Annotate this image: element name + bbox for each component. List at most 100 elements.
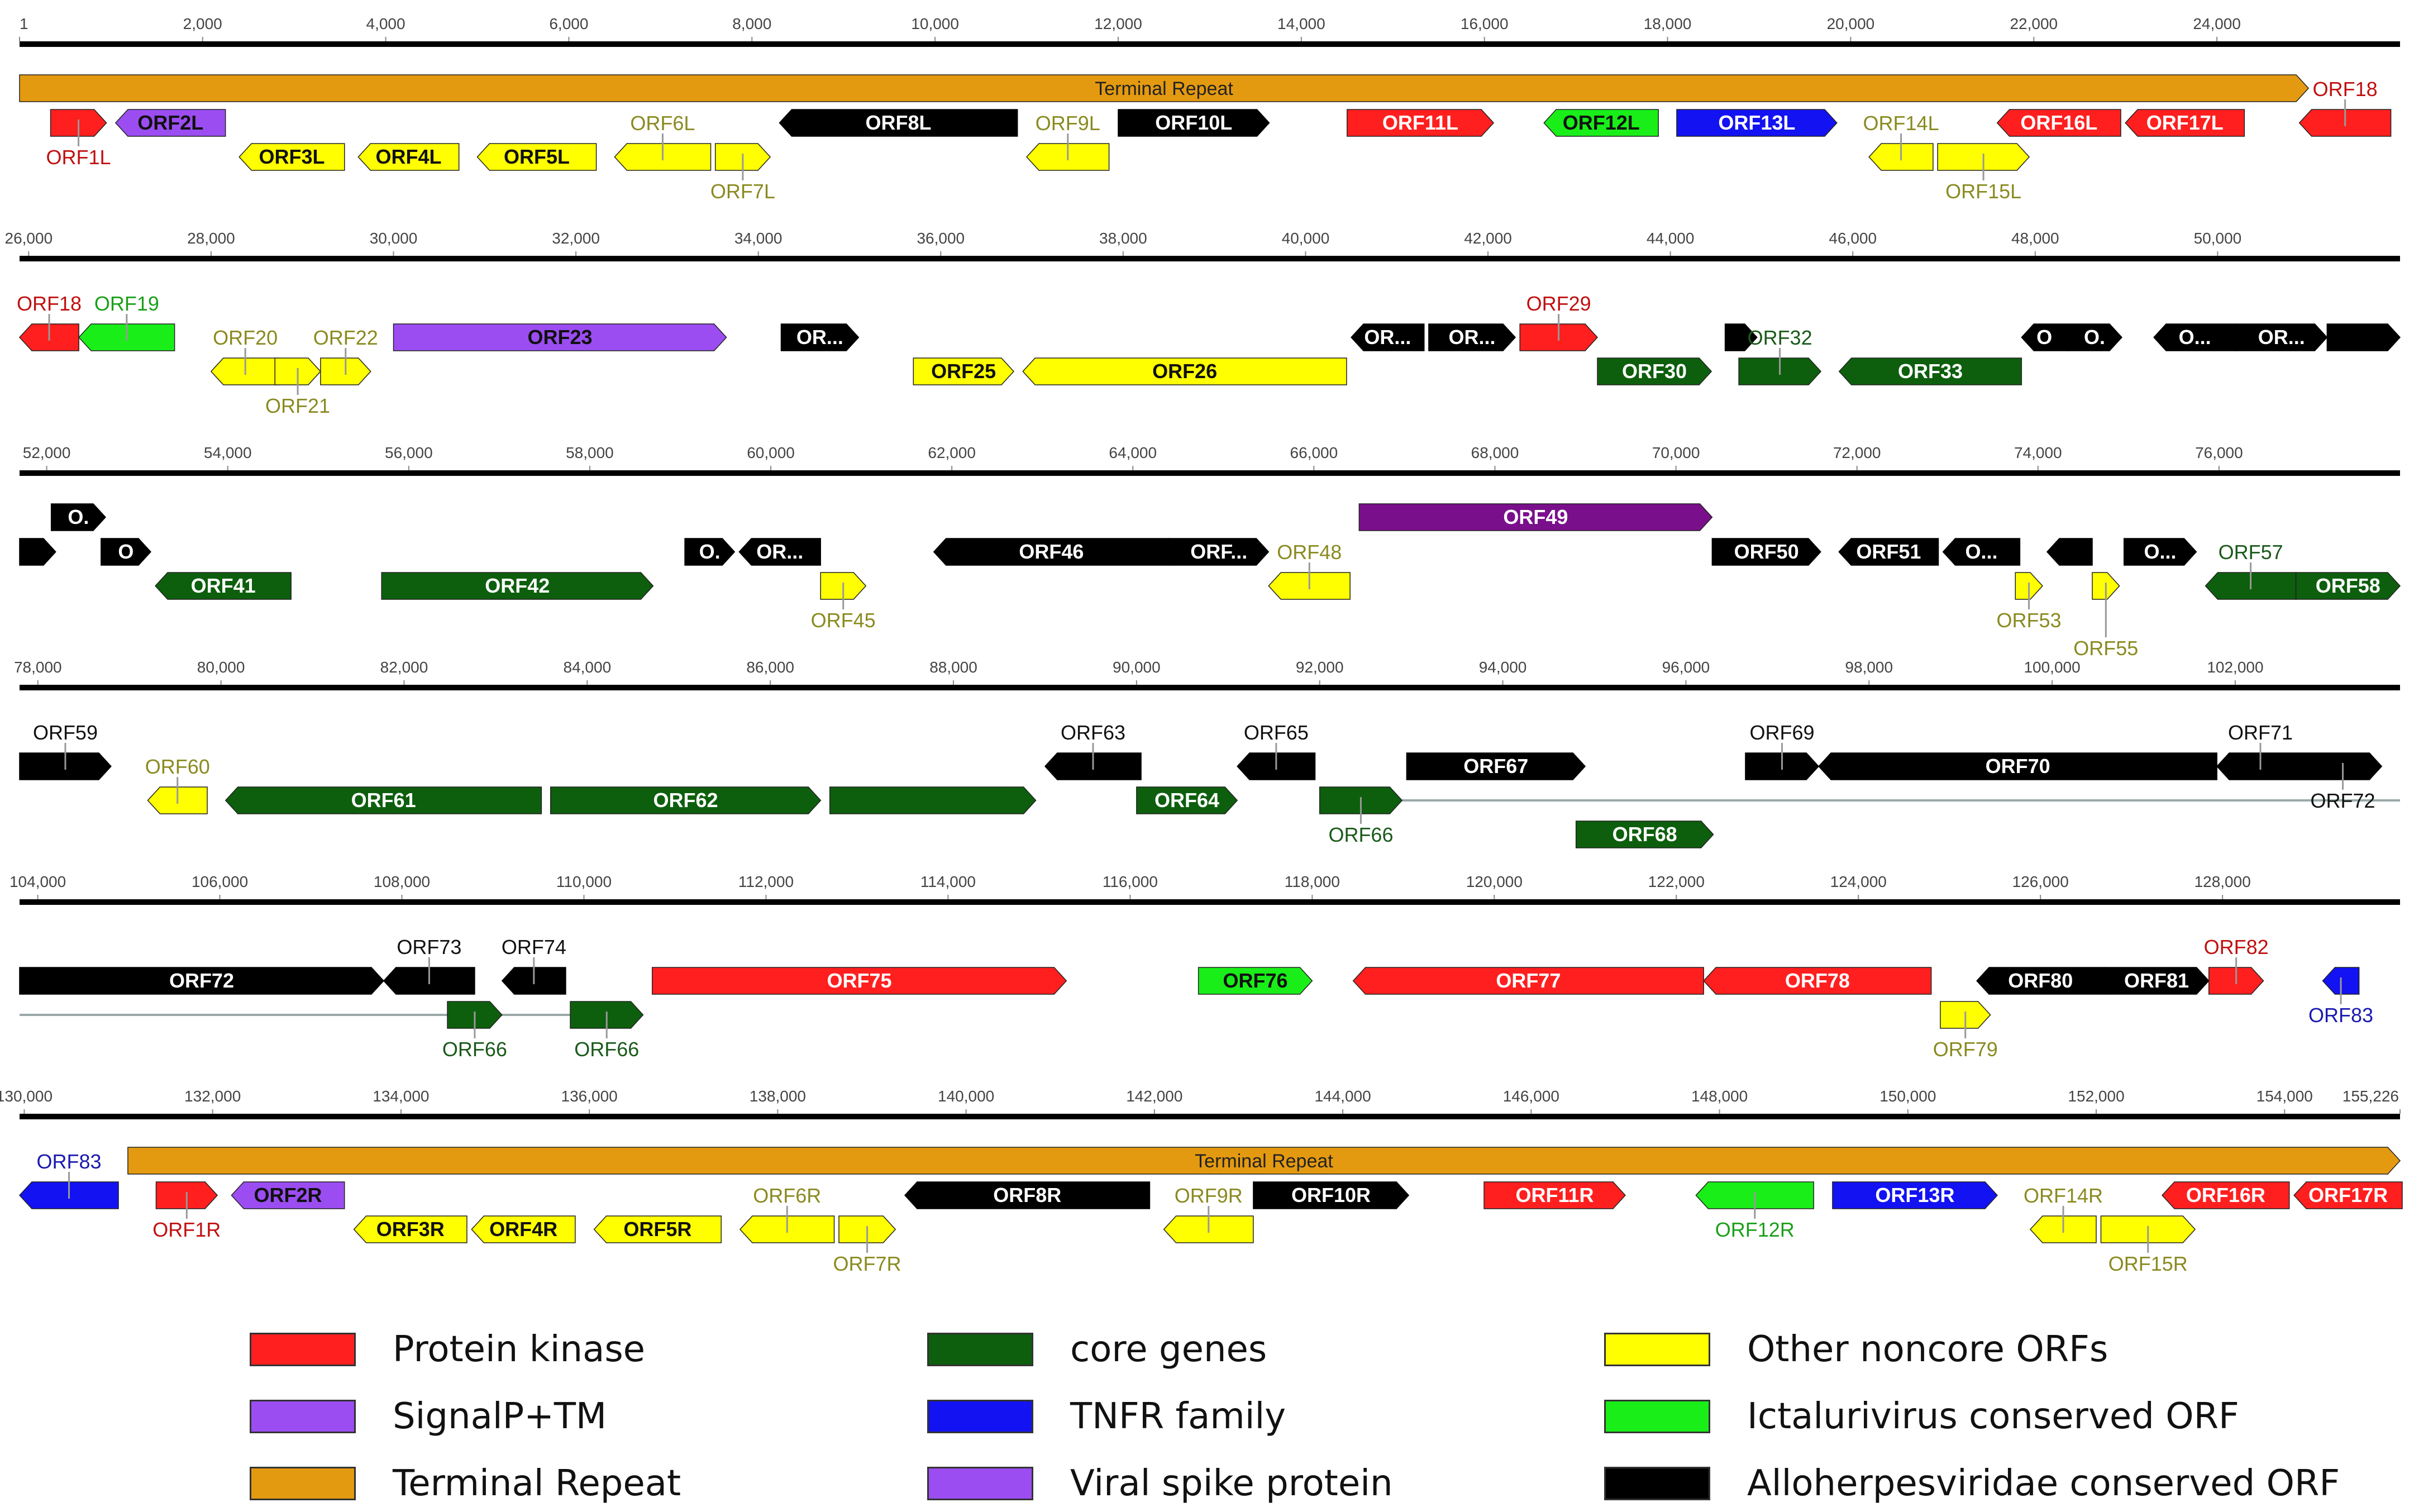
orf81-gene[interactable]: ORF81: [2103, 967, 2210, 995]
orf42-gene[interactable]: ORF42: [381, 572, 654, 600]
orf52-gene[interactable]: O...: [1942, 538, 2021, 566]
orf17r-gene[interactable]: ORF17R: [2293, 1181, 2403, 1209]
orf21-gene[interactable]: ORF21: [265, 357, 330, 417]
orf28-gene[interactable]: OR...: [1428, 323, 1516, 351]
orf10l-gene[interactable]: ORF10L: [1118, 109, 1270, 137]
orf44-gene[interactable]: OR...: [738, 538, 821, 566]
orf71-gene[interactable]: ORF71: [2216, 721, 2305, 780]
orf69-gene[interactable]: ORF69: [1745, 721, 1820, 780]
orf37-gene[interactable]: OR...: [2235, 323, 2328, 351]
orf5r-gene[interactable]: ORF5R: [593, 1215, 722, 1243]
orf49-gene[interactable]: ORF49: [1358, 503, 1713, 531]
orf1l-gene[interactable]: ORF1L: [46, 109, 111, 169]
orf3r-gene[interactable]: ORF3R: [353, 1215, 467, 1243]
orf50-gene[interactable]: ORF50: [1711, 538, 1821, 566]
orf14l-gene[interactable]: ORF14L: [1863, 112, 1939, 171]
orf2l-gene[interactable]: ORF2L: [115, 109, 226, 137]
orf4l-gene[interactable]: ORF4L: [357, 143, 460, 171]
orf7l-gene[interactable]: ORF7L: [710, 143, 775, 203]
orf39-gene[interactable]: O.: [50, 503, 106, 531]
tr2-gene[interactable]: Terminal Repeat: [127, 1147, 2401, 1175]
orf19-gene[interactable]: ORF19: [78, 292, 175, 351]
orf14r-gene[interactable]: ORF14R: [2024, 1184, 2103, 1243]
orf3l-gene[interactable]: ORF3L: [238, 143, 345, 171]
orf66c-gene[interactable]: ORF66: [570, 1001, 644, 1061]
orf70-gene[interactable]: ORF70: [1818, 752, 2217, 780]
orf83b-gene[interactable]: ORF83: [18, 1150, 119, 1209]
orf12l-gene[interactable]: ORF12L: [1543, 109, 1659, 137]
orf9l-gene[interactable]: ORF9L: [1026, 112, 1110, 171]
orf7r-gene[interactable]: ORF7R: [833, 1215, 901, 1275]
orf38-gene[interactable]: [2326, 323, 2401, 351]
orf77-gene[interactable]: ORF77: [1352, 967, 1704, 995]
orf9r-gene[interactable]: ORF9R: [1163, 1184, 1254, 1243]
orf46-gene[interactable]: ORF46: [933, 538, 1170, 566]
orf73-gene[interactable]: ORF73: [383, 936, 475, 995]
orf55-gene[interactable]: ORF55: [2073, 572, 2138, 660]
orf8r-gene[interactable]: ORF8R: [904, 1181, 1151, 1209]
orf10r-gene[interactable]: ORF10R: [1253, 1181, 1410, 1209]
orf62-gene[interactable]: ORF62: [550, 786, 822, 814]
orf17l-gene[interactable]: ORF17L: [2125, 109, 2245, 137]
orf35-gene[interactable]: O.: [2067, 323, 2122, 351]
orf60-gene[interactable]: ORF60: [145, 755, 210, 814]
orf64-gene[interactable]: ORF64: [1136, 786, 1238, 814]
orf51-gene[interactable]: ORF51: [1838, 538, 1939, 566]
orf11l-gene[interactable]: ORF11L: [1347, 109, 1495, 137]
orf32-gene[interactable]: ORF32: [1738, 326, 1822, 385]
orf13r-gene[interactable]: ORF13R: [1832, 1181, 1998, 1209]
orf48-gene[interactable]: ORF48: [1268, 541, 1351, 600]
orf18b-gene[interactable]: ORF18: [17, 292, 82, 351]
orf15l-gene[interactable]: ORF15L: [1937, 143, 2030, 203]
orf72a-gene[interactable]: ORF72: [2303, 752, 2383, 812]
orf23-gene[interactable]: ORF23: [393, 323, 727, 351]
tr1-gene[interactable]: Terminal Repeat: [19, 74, 2310, 102]
orf12r-gene[interactable]: ORF12R: [1695, 1181, 1814, 1241]
orf6r-gene[interactable]: ORF6R: [739, 1184, 835, 1243]
orf40-gene[interactable]: O: [101, 538, 151, 566]
orf34-gene[interactable]: O: [2021, 323, 2068, 351]
orf30-gene[interactable]: ORF30: [1597, 357, 1712, 385]
orf57-gene[interactable]: ORF57: [2205, 541, 2297, 600]
orf43-gene[interactable]: O.: [684, 538, 736, 566]
orf76-gene[interactable]: ORF76: [1198, 967, 1313, 995]
orf58-gene[interactable]: ORF58: [2295, 572, 2401, 600]
orf20-gene[interactable]: ORF20: [210, 326, 280, 385]
orf16r-gene[interactable]: ORF16R: [2162, 1181, 2290, 1209]
orf41-gene[interactable]: ORF41: [155, 572, 292, 600]
orf74-gene[interactable]: ORF74: [501, 936, 566, 995]
orf56-gene[interactable]: O...: [2123, 538, 2197, 566]
orf25-gene[interactable]: ORF25: [913, 357, 1014, 385]
orf65-gene[interactable]: ORF65: [1237, 721, 1316, 780]
orf78-gene[interactable]: ORF78: [1703, 967, 1932, 995]
orf8l-gene[interactable]: ORF8L: [779, 109, 1018, 137]
orf16l-gene[interactable]: ORF16L: [1996, 109, 2121, 137]
orf53-gene[interactable]: ORF53: [1997, 572, 2062, 632]
orf2r-gene[interactable]: ORF2R: [231, 1181, 345, 1209]
orf79-gene[interactable]: ORF79: [1933, 1001, 1998, 1061]
orf18a-gene[interactable]: ORF18: [2298, 78, 2392, 137]
orf26-gene[interactable]: ORF26: [1022, 357, 1347, 385]
orf31-gene[interactable]: [1724, 323, 1758, 351]
orf45-gene[interactable]: ORF45: [811, 572, 876, 632]
orf67-gene[interactable]: ORF67: [1406, 752, 1586, 780]
orf62b-gene[interactable]: [829, 786, 1037, 814]
orf59-gene[interactable]: ORF59: [19, 721, 112, 780]
orf6l-gene[interactable]: ORF6L: [614, 112, 712, 171]
orf75-gene[interactable]: ORF75: [651, 967, 1067, 995]
orf61-gene[interactable]: ORF61: [225, 786, 542, 814]
orf80-gene[interactable]: ORF80: [1976, 967, 2105, 995]
orf13l-gene[interactable]: ORF13L: [1676, 109, 1838, 137]
orf11r-gene[interactable]: ORF11R: [1483, 1181, 1626, 1209]
orf4r-gene[interactable]: ORF4R: [471, 1215, 576, 1243]
orf1r-gene[interactable]: ORF1R: [152, 1181, 221, 1241]
orf29-gene[interactable]: ORF29: [1519, 292, 1599, 351]
orf63-gene[interactable]: ORF63: [1044, 721, 1142, 780]
orf39b-gene[interactable]: [19, 538, 56, 566]
orf66b-gene[interactable]: ORF66: [442, 1001, 507, 1061]
orf47-gene[interactable]: ORF...: [1168, 538, 1270, 566]
orf33-gene[interactable]: ORF33: [1838, 357, 2022, 385]
orf66a-gene[interactable]: ORF66: [1319, 786, 1403, 846]
orf82-gene[interactable]: ORF82: [2204, 936, 2269, 995]
orf72b-gene[interactable]: ORF72: [19, 967, 384, 995]
